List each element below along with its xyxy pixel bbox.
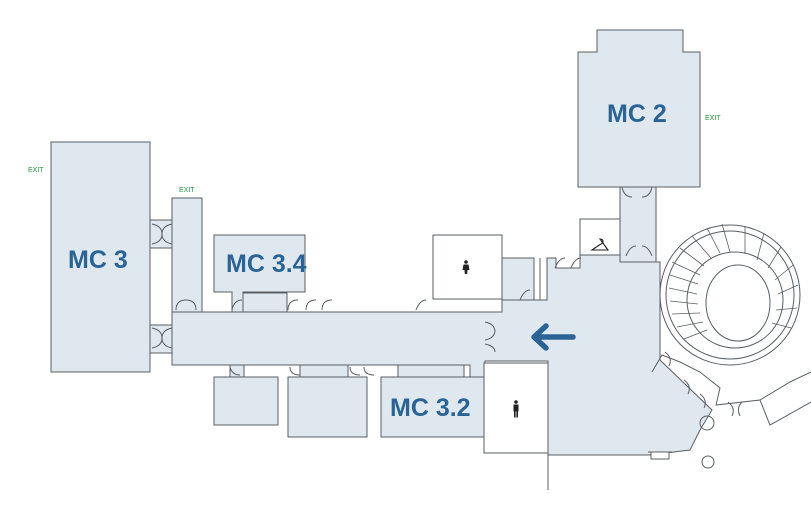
room-lower-1	[213, 376, 279, 426]
mc34-foyer	[242, 292, 288, 313]
exit-label-mc2: EXIT	[705, 115, 721, 122]
room-mc32[interactable]	[380, 376, 485, 438]
arrow-left-icon[interactable]	[531, 323, 576, 351]
room-mc2[interactable]	[577, 29, 701, 188]
exit-corridor	[171, 197, 203, 314]
auditorium	[651, 223, 811, 426]
room-lower-2	[287, 376, 368, 438]
room-label-mc3: MC 3	[68, 246, 128, 274]
room-small-right	[501, 257, 535, 301]
cloakroom[interactable]	[579, 218, 621, 256]
restroom-icon	[462, 260, 470, 274]
lower-foyer-2	[299, 364, 349, 378]
exit-label-mc3: EXIT	[28, 167, 44, 174]
exit-label-corridor: EXIT	[179, 187, 195, 194]
floor-area	[50, 29, 713, 456]
walls	[149, 248, 715, 490]
room-label-mc32: MC 3.2	[390, 394, 471, 422]
coat-hanger-icon	[590, 238, 610, 251]
upper-link	[619, 186, 657, 263]
restroom-icon	[513, 400, 519, 418]
room-mc3[interactable]	[50, 141, 151, 373]
doors	[151, 186, 653, 376]
lower-foyer-1	[229, 364, 245, 378]
room-label-mc2: MC 2	[607, 100, 667, 128]
lower-foyer-3	[397, 364, 465, 378]
room-label-mc34: MC 3.4	[226, 250, 307, 278]
